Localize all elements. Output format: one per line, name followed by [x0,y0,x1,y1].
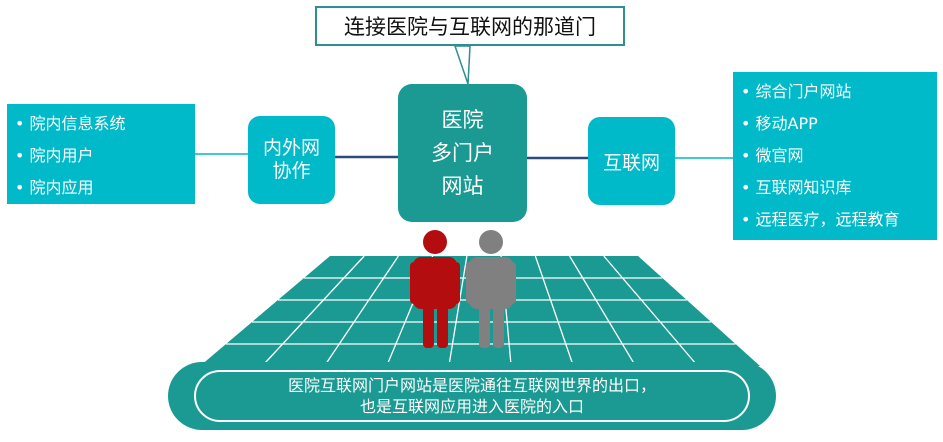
hospital-line2: 多门户 [431,140,494,165]
floor-grid-line [534,255,574,367]
inout-line1: 内外网 [262,137,320,159]
inout-line2: 协作 [272,160,311,182]
bottom-line1: 医院互联网门户网站是医院通往互联网世界的出口， [287,376,656,395]
person-gray-icon [466,230,516,348]
hospital-line3: 网站 [441,173,484,198]
left-list-item: 院内用户 [15,140,187,172]
right-list-item: 综合门户网站 [741,76,929,108]
floor-grid-line [323,255,399,367]
bottom-line2: 也是互联网应用进入医院的入口 [359,397,584,416]
right-list-item: 远程医疗，远程教育 [741,204,929,236]
hospital-line1: 医院 [441,107,484,132]
left-list-box: 院内信息系统 院内用户 院内应用 [7,104,195,204]
bottom-banner [168,362,776,430]
left-list-item: 院内应用 [15,172,187,204]
right-list-box: 综合门户网站 移动APP 微官网 互联网知识库 远程医疗，远程教育 [733,72,937,240]
floor-grid-line [261,255,365,367]
right-list-item: 互联网知识库 [741,172,929,204]
internet-box: 互联网 [588,117,675,205]
floor-grid-line [568,255,637,367]
callout-label: 连接医院与互联网的那道门 [315,6,625,46]
hospital-portal-box: 医院 多门户 网站 [398,84,527,222]
left-list-item: 院内信息系统 [15,108,187,140]
callout-text: 连接医院与互联网的那道门 [344,15,596,39]
bottom-banner-text: 医院互联网门户网站是医院通往互联网世界的出口， 也是互联网应用进入医院的入口 [194,370,750,422]
person-red-icon [410,230,460,348]
right-list-item: 微官网 [741,140,929,172]
inout-network-box: 内外网 协作 [248,116,335,204]
right-list-item: 移动APP [741,108,929,140]
floor-grid-line [448,255,468,367]
internet-label: 互联网 [602,151,660,174]
floor-grid-line [603,255,699,367]
callout-pointer [453,45,471,85]
